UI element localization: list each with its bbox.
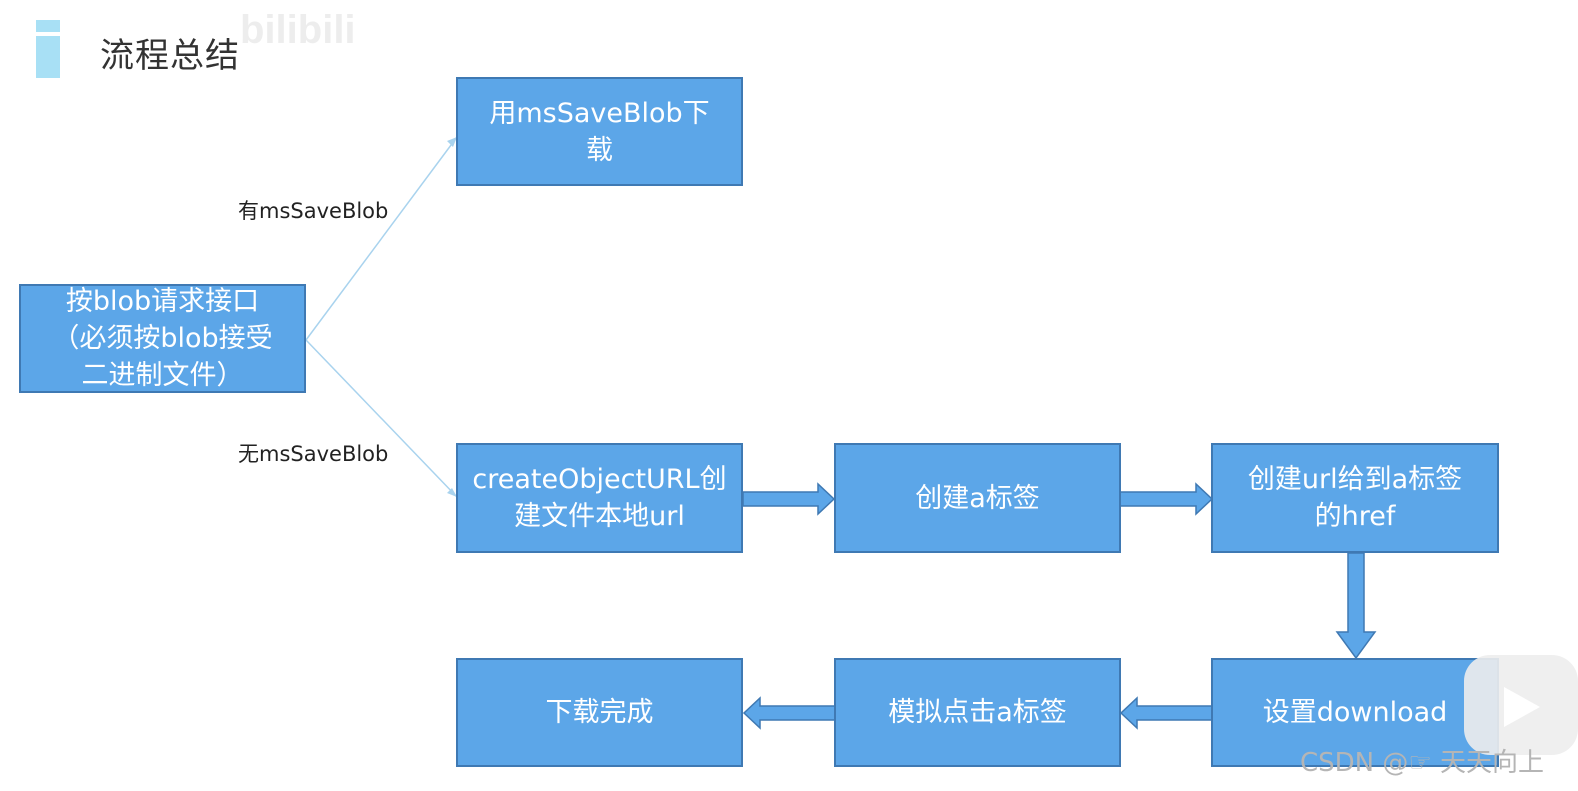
node-click-a-tag: 模拟点击a标签 bbox=[834, 658, 1121, 767]
node-create-a-tag: 创建a标签 bbox=[834, 443, 1121, 553]
arrow-create-a-to-set-href bbox=[1119, 482, 1214, 516]
edge-label-no-ms-save-blob: 无msSaveBlob bbox=[238, 442, 389, 466]
branch-arrowhead-has-ms bbox=[447, 137, 457, 147]
node-create-object-url: createObjectURL创 建文件本地url bbox=[456, 443, 743, 553]
branch-line-no-ms bbox=[305, 339, 458, 498]
bilibili-watermark: bilibili bbox=[240, 8, 356, 52]
title-accent-bar bbox=[36, 20, 60, 78]
arrow-click-a-to-done bbox=[742, 696, 836, 730]
csdn-watermark: CSDN @☞ 天天向上 bbox=[1300, 748, 1544, 778]
node-set-href: 创建url给到a标签 的href bbox=[1211, 443, 1499, 553]
edge-label-has-ms-save-blob: 有msSaveBlob bbox=[238, 199, 389, 223]
page-title: 流程总结 bbox=[100, 36, 240, 76]
arrow-set-href-to-set-download bbox=[1335, 552, 1377, 660]
arrow-set-download-to-click-a bbox=[1119, 696, 1213, 730]
node-download-done: 下载完成 bbox=[456, 658, 743, 767]
branch-arrowhead-no-ms bbox=[447, 488, 457, 497]
play-icon[interactable] bbox=[1464, 655, 1578, 755]
arrow-create-url-to-create-a bbox=[742, 482, 836, 516]
node-request-blob: 按blob请求接口 （必须按blob接受 二进制文件） bbox=[19, 284, 306, 393]
node-ms-save-blob: 用msSaveBlob下 载 bbox=[456, 77, 743, 186]
branch-line-has-ms bbox=[305, 136, 458, 341]
